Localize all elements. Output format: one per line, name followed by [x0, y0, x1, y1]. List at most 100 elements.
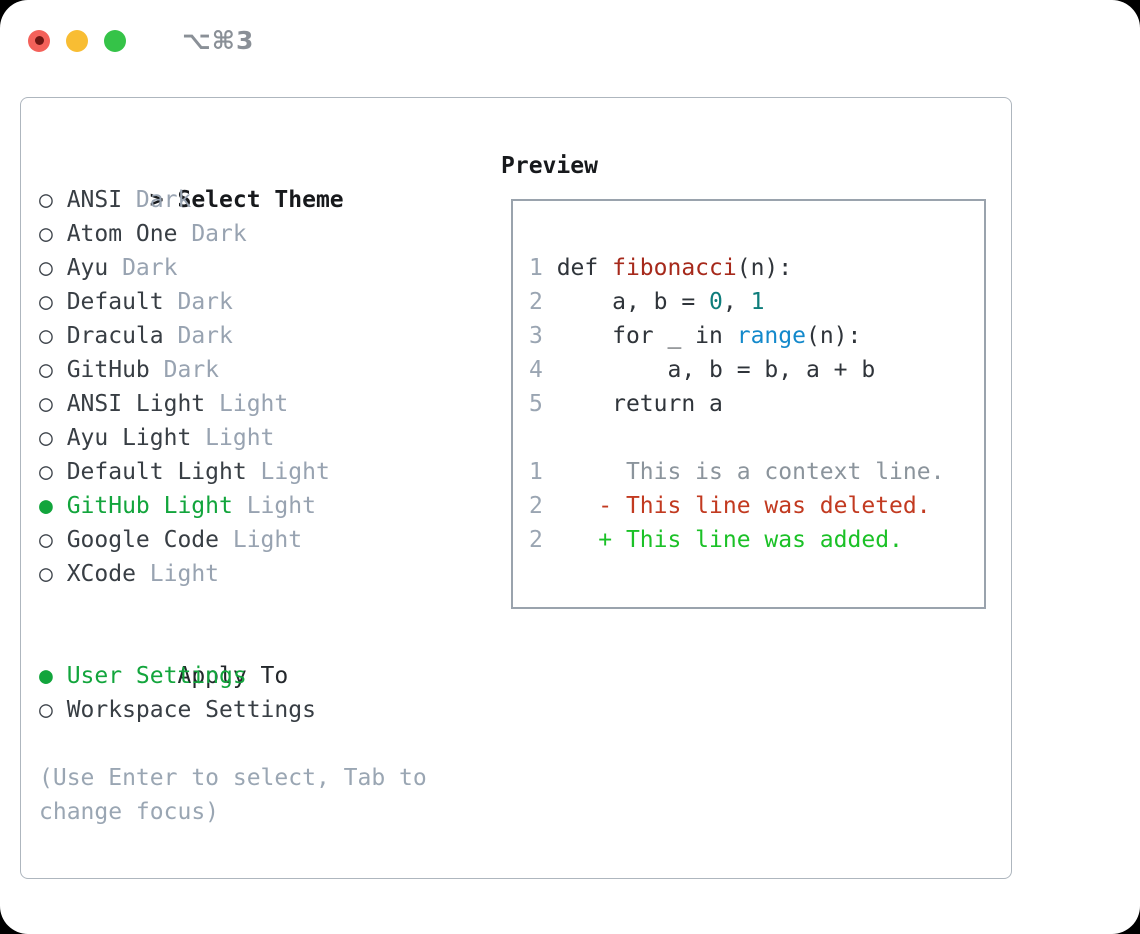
titlebar: ⌥⌘3	[28, 26, 254, 55]
code-segment-num: 1	[529, 459, 543, 485]
code-segment-code: a, b = b, a + b	[556, 357, 876, 383]
code-segment-func: fibonacci	[612, 255, 737, 281]
theme-option[interactable]: ● GitHub Light Light	[39, 489, 427, 523]
code-segment-code: return a	[556, 391, 723, 417]
apply-to-title: Apply To	[177, 663, 289, 689]
theme-variant-label: Light	[205, 391, 289, 417]
theme-variant-label: Light	[191, 425, 275, 451]
radio-selected-icon: ●	[39, 493, 53, 519]
theme-variant-label: Light	[232, 493, 316, 519]
apply-to-header: Apply To	[39, 625, 427, 689]
code-segment-builtin: range	[736, 323, 806, 349]
code-line: 5 return a	[529, 387, 984, 421]
code-segment-num: 2	[529, 493, 543, 519]
radio-icon: ○	[39, 561, 53, 587]
theme-variant-label: Dark	[122, 187, 192, 213]
code-segment-num: 2	[529, 527, 543, 553]
code-line: 1 This is a context line.	[529, 455, 984, 489]
code-segment-add: + This line was added.	[598, 527, 903, 553]
option-label: User Settings	[66, 663, 247, 689]
code-segment-num: 5	[529, 391, 557, 417]
theme-variant-label: Light	[246, 459, 330, 485]
radio-icon: ○	[39, 357, 53, 383]
theme-variant-label: Dark	[108, 255, 178, 281]
theme-option[interactable]: ○ Ayu Dark	[39, 251, 427, 285]
theme-option[interactable]: ○ Default Dark	[39, 285, 427, 319]
theme-picker-column: >Select Theme ○ ANSI Dark ○ Atom One Dark ○ A…	[39, 149, 427, 829]
option-label: Default	[66, 289, 164, 315]
theme-option[interactable]: ○Default Light Light	[39, 455, 427, 489]
code-line: 2 + This line was added.	[529, 523, 984, 557]
code-line: 1 def fibonacci(n):	[529, 251, 984, 285]
radio-icon: ○	[39, 323, 53, 349]
hint-line-1: (Use Enter to select, Tab to	[39, 765, 427, 791]
code-segment-code	[543, 493, 598, 519]
theme-option[interactable]: ○ Ayu Light Light	[39, 421, 427, 455]
radio-selected-icon: ●	[39, 663, 53, 689]
preview-column: Preview	[501, 149, 598, 183]
code-segment-num: 4	[529, 357, 557, 383]
code-segment-num: 3	[529, 323, 557, 349]
code-segment-num: 2	[529, 289, 557, 315]
theme-option[interactable]: ○XCode Light	[39, 557, 427, 591]
code-line: 4 a, b = b, a + b	[529, 353, 984, 387]
theme-option[interactable]: ○GitHub Dark	[39, 353, 427, 387]
apply-to-option[interactable]: ○ Workspace Settings	[39, 693, 427, 727]
code-segment-code	[543, 527, 598, 553]
theme-variant-label: Dark	[163, 323, 233, 349]
theme-variant-label: Dark	[177, 221, 247, 247]
code-segment-code: for _ in	[556, 323, 737, 349]
minimize-button[interactable]	[66, 29, 88, 52]
radio-icon: ○	[39, 187, 53, 213]
code-segment-num: 1	[529, 255, 557, 281]
option-label: GitHub	[66, 357, 150, 383]
option-label: Dracula	[66, 323, 164, 349]
theme-variant-label: Light	[219, 527, 303, 553]
window-title: ⌥⌘3	[182, 26, 255, 55]
option-label: Ayu Light	[66, 425, 192, 451]
option-label: Workspace Settings	[66, 697, 316, 723]
radio-icon: ○	[39, 459, 53, 485]
option-label: GitHub Light	[66, 493, 233, 519]
select-theme-title: Select Theme	[177, 187, 344, 213]
close-dot-icon	[34, 36, 44, 45]
radio-icon: ○	[39, 697, 53, 723]
code-segment-context: This is a context line.	[542, 459, 945, 485]
radio-icon: ○	[39, 289, 53, 315]
theme-variant-label: Dark	[163, 289, 233, 315]
option-label: ANSI	[66, 187, 123, 213]
spacer	[39, 727, 427, 761]
code-segment-del: - This line was deleted.	[598, 493, 931, 519]
option-label: Atom One	[66, 221, 178, 247]
select-theme-header: >Select Theme	[39, 149, 427, 213]
zoom-button[interactable]	[104, 29, 126, 52]
code-segment-number: 1	[750, 289, 765, 315]
theme-picker-panel: >Select Theme ○ ANSI Dark ○ Atom One Dark ○ A…	[20, 97, 1012, 879]
option-label: ANSI Light	[66, 391, 206, 417]
code-segment-number: 0	[709, 289, 723, 315]
option-label: Google Code	[66, 527, 220, 553]
apply-to-list: ● User Settings ○ Workspace Settings	[39, 659, 427, 727]
code-line: 2 a, b = 0, 1	[529, 285, 984, 319]
option-label: Ayu	[66, 255, 109, 281]
theme-list: ○ANSI Dark○Atom One Dark○Ayu Dark○Defaul…	[39, 183, 427, 591]
code-segment-code: def	[556, 255, 613, 281]
theme-option[interactable]: ○ Google Code Light	[39, 523, 427, 557]
theme-option[interactable]: ○ ANSI Dark	[39, 183, 427, 217]
apply-to-option[interactable]: ● User Settings	[39, 659, 427, 693]
theme-option[interactable]: ○ ANSI Light Light	[39, 387, 427, 421]
radio-icon: ○	[39, 527, 53, 553]
radio-icon: ○	[39, 391, 53, 417]
close-button[interactable]	[28, 29, 50, 52]
radio-icon: ○	[39, 221, 53, 247]
option-label: XCode	[66, 561, 136, 587]
theme-option[interactable]: ○ Atom One Dark	[39, 217, 427, 251]
code-blank-line	[529, 421, 984, 455]
code-segment-code: (n):	[805, 323, 862, 349]
radio-icon: ○	[39, 425, 53, 451]
code-segment-code: ,	[722, 289, 751, 315]
theme-option[interactable]: ○ Dracula Dark	[39, 319, 427, 353]
code-segment-code: a, b =	[556, 289, 710, 315]
radio-icon: ○	[39, 255, 53, 281]
hint-line-2: change focus)	[39, 799, 220, 825]
